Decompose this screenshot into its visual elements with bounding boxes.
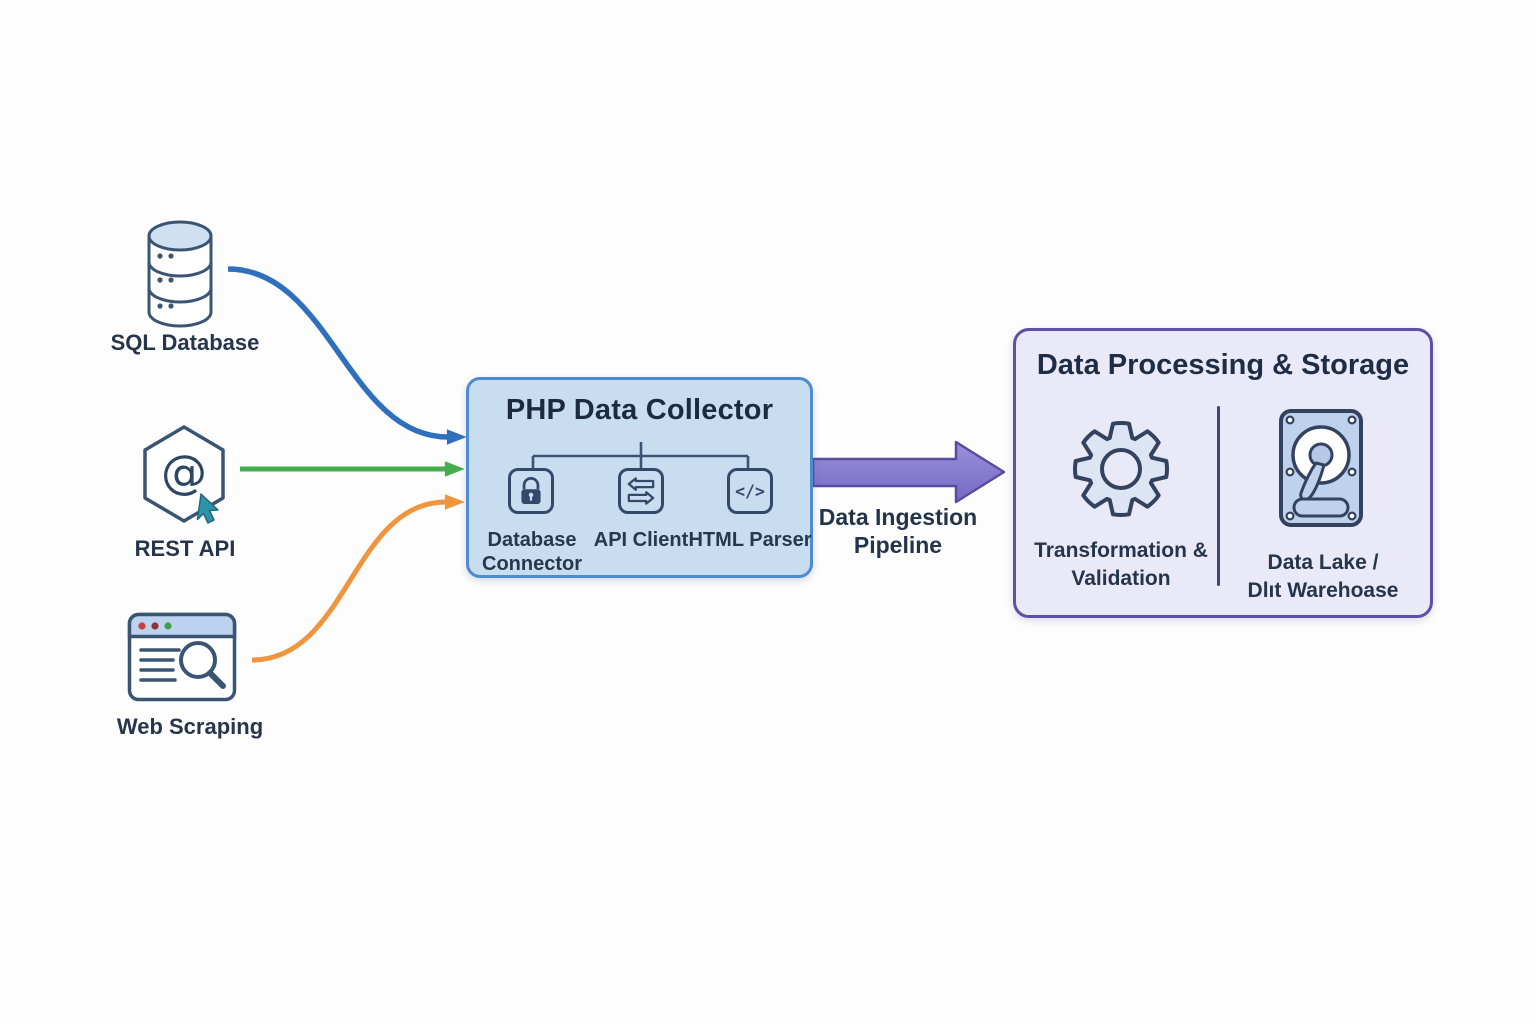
cursor-icon (196, 493, 219, 524)
api-client-node (618, 468, 664, 514)
lock-icon (521, 477, 541, 505)
code-glyph: </> (735, 482, 765, 501)
sql-to-collector-arrow (227, 266, 467, 445)
component-tree-connector (531, 442, 750, 469)
php-collector-title: PHP Data Collector (505, 394, 774, 426)
pipeline-arrow (811, 440, 1006, 504)
code-icon: </> (735, 482, 765, 501)
data-lake-label-line2: Dlıt Warehoase (1247, 579, 1399, 602)
html-parser-node: </> (727, 468, 773, 514)
sql-database-label: SQL Database (110, 330, 260, 355)
browser-dot-green (164, 622, 172, 630)
transformation-label-line2: Validation (1071, 567, 1171, 590)
data-lake-label-line1: Data Lake / (1267, 551, 1379, 574)
api-client-label: API Client (593, 529, 689, 551)
php-data-collector-box: PHP Data Collector </> Database Connecto… (466, 377, 813, 578)
html-parser-label: HTML Parser (688, 529, 812, 551)
data-lake-warehouse-label: Data Lake / Dlıt Warehoase (1248, 549, 1399, 605)
browser-dot-red (138, 622, 146, 630)
dps-divider (1217, 406, 1220, 586)
database-connector-node (508, 468, 554, 514)
at-glyph: @ (161, 445, 207, 499)
pipeline-label-line1: Data Ingestion (818, 504, 978, 530)
browser-magnifier-icon (127, 612, 237, 702)
swap-arrows-icon (627, 477, 655, 505)
transformation-label-line1: Transformation & (1034, 539, 1208, 562)
database-cylinder-icon (147, 220, 213, 328)
dps-title: Data Processing & Storage (1036, 349, 1410, 381)
pipeline-label-line2: Pipeline (853, 532, 943, 558)
gear-icon (1073, 421, 1169, 517)
web-scraping-label: Web Scraping (116, 714, 264, 739)
database-connector-label: Database Connector (482, 529, 582, 575)
at-hexagon-icon: @ (143, 425, 225, 524)
hard-drive-icon (1279, 409, 1363, 527)
transformation-validation-label: Transformation & Validation (1034, 537, 1208, 593)
webscraping-to-collector-arrow (251, 494, 465, 663)
magnifier-icon (179, 641, 217, 679)
pipeline-label: Data Ingestion Pipeline (819, 503, 977, 559)
rest-api-label: REST API (134, 536, 236, 561)
data-processing-storage-box: Data Processing & Storage Transformation… (1013, 328, 1433, 618)
browser-dot-darkred (151, 622, 159, 630)
